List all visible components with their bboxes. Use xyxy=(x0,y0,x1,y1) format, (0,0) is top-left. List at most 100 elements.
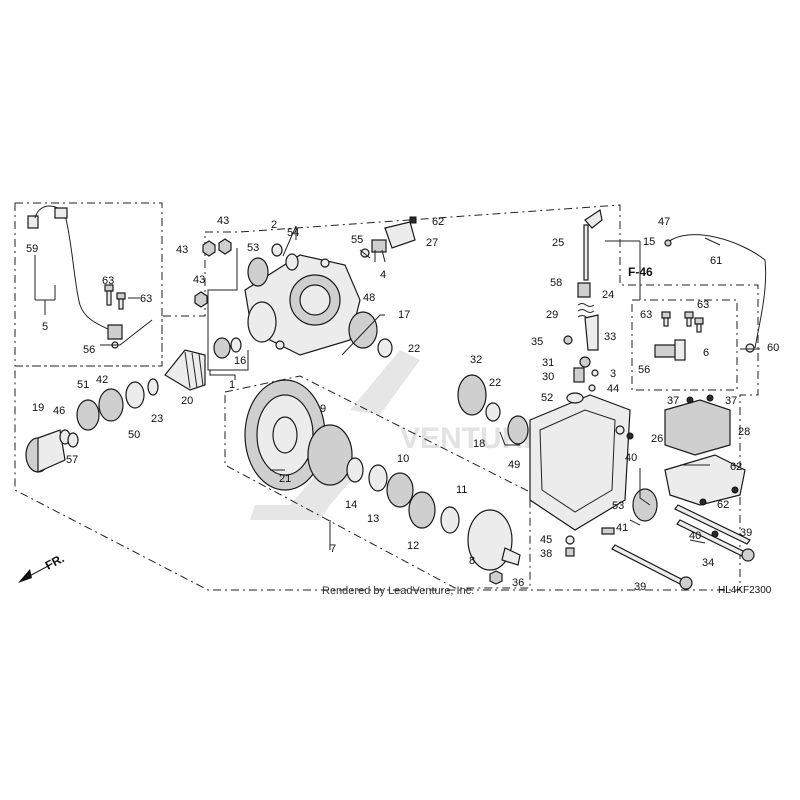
bolt-40-b xyxy=(711,530,719,538)
bolt-39-upper-head xyxy=(741,548,755,562)
seal-53-right xyxy=(632,488,658,522)
callout: 5 xyxy=(42,321,48,333)
front-direction-indicator: FR. xyxy=(18,551,66,583)
group-box-sensor-right xyxy=(631,299,738,391)
callout: 22 xyxy=(408,343,420,355)
callout: 9 xyxy=(320,403,326,415)
callout: 43 xyxy=(217,215,229,227)
breather-assembly xyxy=(360,221,416,258)
end-60 xyxy=(745,343,755,353)
callout: 46 xyxy=(53,405,65,417)
callout: 17 xyxy=(398,309,410,321)
bolt-39-lower xyxy=(611,544,684,585)
callout: 23 xyxy=(151,413,163,425)
washer-14 xyxy=(346,457,364,483)
callout: 16 xyxy=(234,355,246,367)
o-ring-54 xyxy=(285,253,299,271)
ring-gear xyxy=(244,379,326,491)
bolt-39-lower-head xyxy=(679,576,693,590)
plug-38 xyxy=(565,547,575,557)
pin-3 xyxy=(591,369,599,377)
reference-label: F-46 xyxy=(628,265,653,279)
bolt-63-c xyxy=(661,311,671,327)
callout: 44 xyxy=(607,383,619,395)
washer-13 xyxy=(368,464,388,492)
callout: 62 xyxy=(432,216,444,228)
bolt-62-b xyxy=(699,498,707,506)
group-box-ring-gear xyxy=(224,375,531,589)
bolt-37-b xyxy=(706,394,714,402)
callout: 11 xyxy=(456,484,467,496)
bearing-42 xyxy=(98,388,124,422)
callout: 61 xyxy=(710,255,722,267)
callout: 47 xyxy=(658,216,670,228)
callout: 57 xyxy=(66,454,78,466)
callout: 56 xyxy=(83,344,95,356)
callout: 39 xyxy=(634,581,646,593)
callout: 63 xyxy=(697,299,709,311)
bracket-26 xyxy=(664,454,746,506)
callout: 53 xyxy=(247,242,259,254)
callout: 3 xyxy=(610,368,616,380)
shift-rod xyxy=(583,209,603,281)
callout: 62 xyxy=(730,461,742,473)
gear-case xyxy=(244,254,361,356)
diagram-code: HL4KF2300 xyxy=(718,585,772,596)
callout: 34 xyxy=(702,557,714,569)
callout: 56 xyxy=(638,364,650,376)
cable-61 xyxy=(667,234,767,349)
spring-30 xyxy=(573,367,585,383)
bearing-32 xyxy=(457,374,487,416)
callout: 31 xyxy=(542,357,554,369)
nut-43-b xyxy=(202,240,216,257)
callout: 40 xyxy=(689,530,701,542)
callout: 2 xyxy=(271,219,277,231)
direction-label: FR. xyxy=(43,551,67,572)
pin-31 xyxy=(579,356,591,368)
callout: 19 xyxy=(32,402,44,414)
callout: 37 xyxy=(725,395,737,407)
washer-2 xyxy=(271,243,283,257)
callout: 1 xyxy=(229,379,235,391)
bolt-41 xyxy=(601,527,615,535)
callout: 40 xyxy=(625,452,637,464)
bolt-36 xyxy=(489,570,503,585)
callout: 42 xyxy=(96,374,108,386)
callout: 26 xyxy=(651,433,663,445)
leader-lines xyxy=(34,225,760,550)
callout: 41 xyxy=(616,522,628,534)
o-ring-22-left xyxy=(377,338,393,358)
callout: 49 xyxy=(508,459,520,471)
callout: 63 xyxy=(140,293,152,305)
callout: 54 xyxy=(287,227,299,239)
callout: 39 xyxy=(740,527,752,539)
gear-24 xyxy=(577,282,591,298)
bolt-62-top xyxy=(409,216,417,224)
callout: 63 xyxy=(102,275,114,287)
carrier-9 xyxy=(307,424,353,486)
callout: 63 xyxy=(640,309,652,321)
callout: 53 xyxy=(612,500,624,512)
callout: 25 xyxy=(552,237,564,249)
callout: 58 xyxy=(550,277,562,289)
o-ring-22-right xyxy=(485,402,501,422)
fork-33 xyxy=(584,314,599,351)
callout: 32 xyxy=(470,354,482,366)
callout-labels: 1 2 3 4 5 6 7 8 9 10 11 12 13 14 15 16 1… xyxy=(26,215,779,593)
callout: 14 xyxy=(345,499,357,511)
bolt-35 xyxy=(563,335,573,345)
bolt-34 xyxy=(674,504,751,545)
bolt-37-a xyxy=(686,396,694,404)
bolt-63-e xyxy=(684,311,694,327)
callout: 35 xyxy=(531,336,543,348)
sensor-6 xyxy=(654,339,686,361)
callout: 50 xyxy=(128,429,140,441)
bearing-16-a xyxy=(213,337,231,359)
callout: 20 xyxy=(181,395,193,407)
callout: 15 xyxy=(643,236,655,248)
gear-12 xyxy=(408,491,436,529)
group-box-main xyxy=(14,204,759,591)
callout: 38 xyxy=(540,548,552,560)
bolt-40-a xyxy=(626,432,634,440)
ring-23 xyxy=(147,378,159,396)
